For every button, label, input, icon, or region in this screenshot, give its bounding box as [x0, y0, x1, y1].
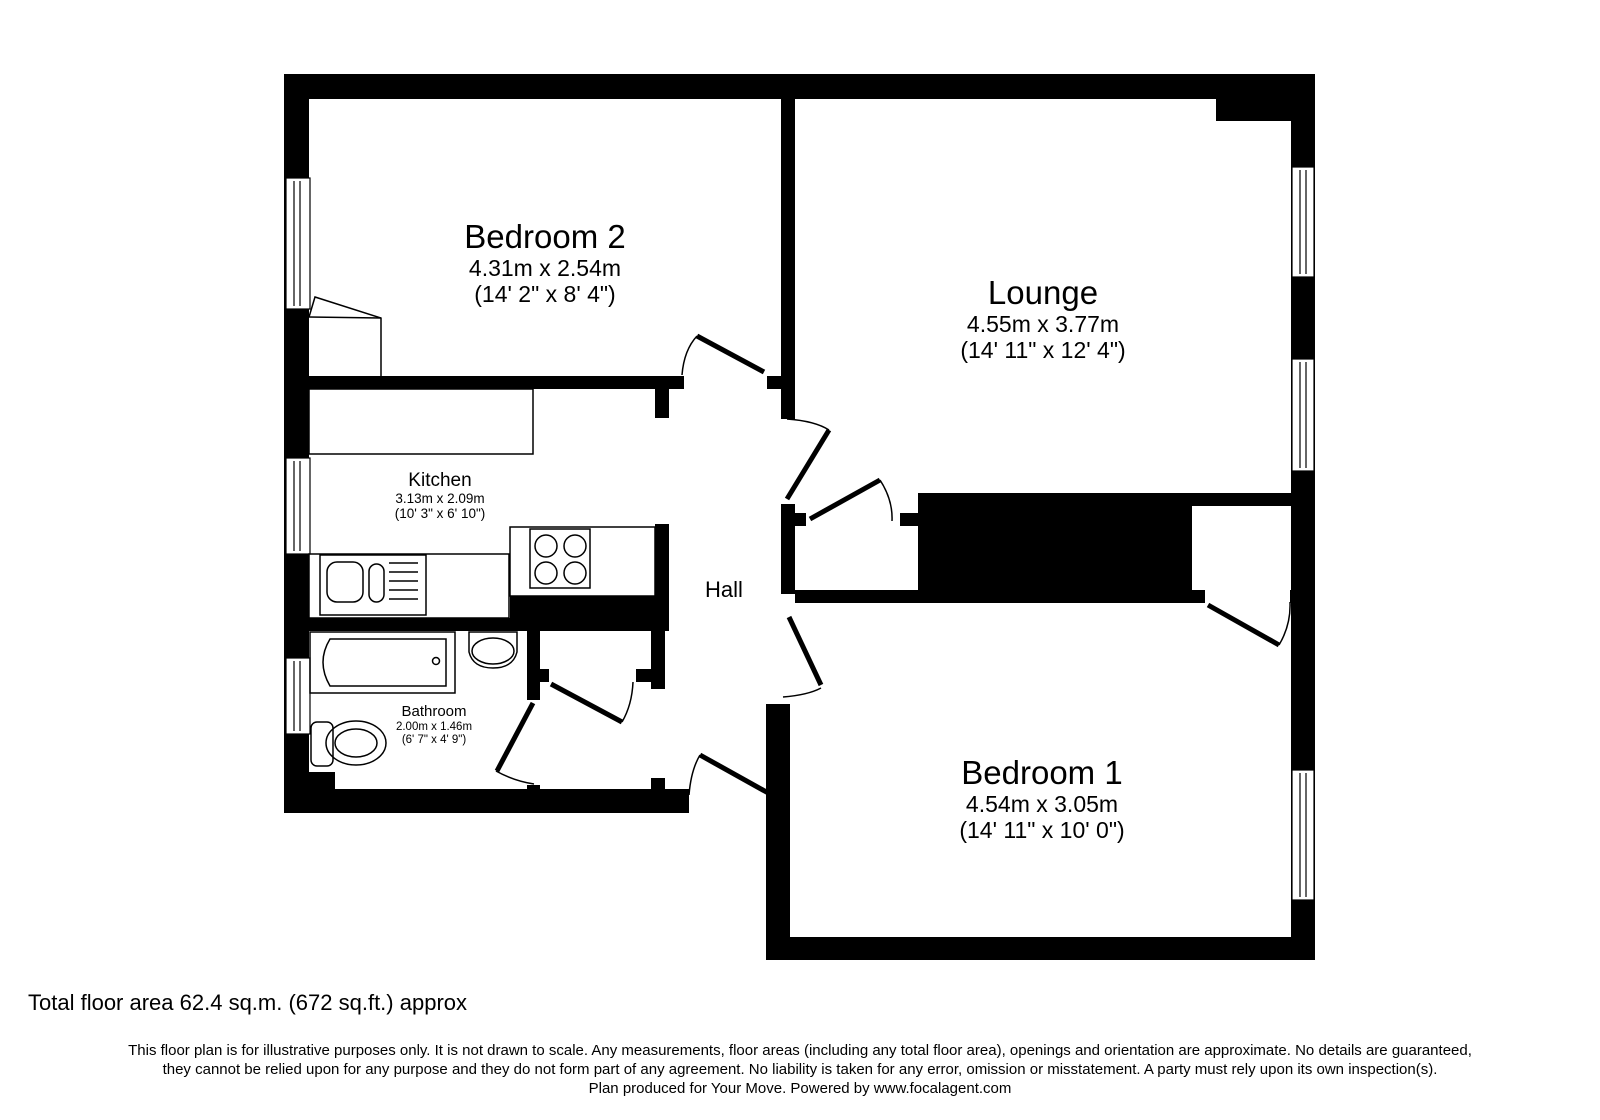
room-name: Bedroom 1	[961, 754, 1123, 791]
room-label-bathroom: Bathroom 2.00m x 1.46m (6' 7" x 4' 9")	[395, 703, 473, 747]
hob-icon	[529, 528, 591, 589]
window-bedroom2	[285, 177, 311, 310]
total-floor-area: Total floor area 62.4 sq.m. (672 sq.ft.)…	[28, 990, 468, 1015]
bedroom1-bottom-wall	[766, 937, 1315, 960]
kitchen-worktop-bottom	[308, 553, 510, 619]
window-lounge-1	[1291, 166, 1315, 278]
chimney-breast	[1216, 99, 1291, 121]
room-name: Kitchen	[408, 470, 472, 491]
door-entrance	[688, 752, 772, 797]
windows	[285, 166, 1315, 901]
door-lounge-cupboard	[808, 477, 893, 522]
bathroom-right-wall	[527, 631, 540, 700]
door-lounge	[784, 418, 832, 501]
doors	[494, 333, 1291, 797]
wardrobe-icon	[308, 296, 382, 376]
room-label-bedroom2: Bedroom 2 4.31m x 2.54m (14' 2" x 8' 4")	[464, 218, 626, 307]
cupboard-right-wall	[651, 631, 665, 689]
bath-icon	[309, 631, 456, 694]
room-dimensions-imperial: (14' 11" x 12' 4")	[960, 336, 1126, 363]
fixtures	[308, 296, 656, 767]
wall-stub	[1290, 590, 1295, 603]
bathroom-corner-block	[309, 772, 335, 789]
service-block	[918, 493, 1192, 594]
floor-plan	[284, 74, 1315, 960]
room-dimensions-metric: 4.31m x 2.54m	[468, 254, 622, 281]
toilet-icon	[310, 720, 387, 767]
bottom-left-wall	[284, 789, 689, 813]
room-name: Bedroom 2	[464, 218, 626, 255]
disclaimer: This floor plan is for illustrative purp…	[0, 1041, 1600, 1098]
sink-icon	[319, 554, 427, 616]
wall-stub	[655, 376, 669, 418]
room-dimensions-metric: 3.13m x 2.09m	[395, 491, 485, 507]
door-bedroom1-cupboard	[1206, 601, 1291, 648]
disclaimer-line: they cannot be relied upon for any purpo…	[162, 1061, 1438, 1078]
wall-stub	[795, 513, 806, 526]
room-dimensions-imperial: (6' 7" x 4' 9")	[401, 733, 467, 746]
window-bathroom	[285, 657, 311, 735]
wall-stub	[636, 669, 651, 682]
wall-stub	[900, 513, 918, 526]
room-dimensions-metric: 4.54m x 3.05m	[965, 790, 1119, 817]
room-label-bedroom1: Bedroom 1 4.54m x 3.05m (14' 11" x 10' 0…	[959, 754, 1125, 843]
window-kitchen	[285, 457, 311, 555]
wall-stub	[527, 785, 540, 790]
room-dimensions-imperial: (14' 11" x 10' 0")	[959, 816, 1125, 843]
kitchen-bottom-block	[510, 596, 669, 631]
door-bedroom1	[782, 615, 824, 698]
disclaimer-line: This floor plan is for illustrative purp…	[128, 1042, 1472, 1059]
wall-stub	[540, 669, 549, 682]
room-dimensions-metric: 4.55m x 3.77m	[966, 310, 1120, 337]
bedroom2-bottom-wall	[309, 376, 684, 389]
window-bedroom1	[1291, 769, 1315, 901]
room-label-kitchen: Kitchen 3.13m x 2.09m (10' 3" x 6' 10")	[395, 470, 486, 521]
room-dimensions-imperial: (14' 2" x 8' 4")	[474, 280, 616, 307]
top-wall	[284, 74, 1315, 99]
kitchen-worktop-top	[308, 388, 534, 455]
room-name: Bathroom	[401, 703, 467, 720]
door-bedroom2	[681, 333, 766, 376]
room-name: Lounge	[987, 274, 1099, 311]
basin-icon	[468, 631, 518, 669]
wall-stub	[651, 778, 665, 790]
window-lounge-2	[1291, 358, 1315, 472]
door-bathroom	[494, 701, 536, 785]
bedroom1-left-wall	[766, 704, 790, 960]
room-dimensions-metric: 2.00m x 1.46m	[395, 720, 473, 733]
kitchen-worktop-right	[509, 526, 656, 597]
lounge-bottom-wall	[918, 493, 1315, 506]
bedroom2-right-wall	[781, 99, 795, 419]
bedroom1-top-wall	[795, 590, 1205, 603]
hall-right-wall	[781, 504, 795, 594]
room-name: Hall	[705, 577, 743, 602]
door-cupboard	[549, 681, 634, 725]
room-label-hall: Hall	[705, 577, 743, 603]
disclaimer-line: Plan produced for Your Move. Powered by …	[588, 1080, 1012, 1097]
room-dimensions-imperial: (10' 3" x 6' 10")	[394, 506, 486, 522]
room-label-lounge: Lounge 4.55m x 3.77m (14' 11" x 12' 4")	[960, 274, 1126, 363]
